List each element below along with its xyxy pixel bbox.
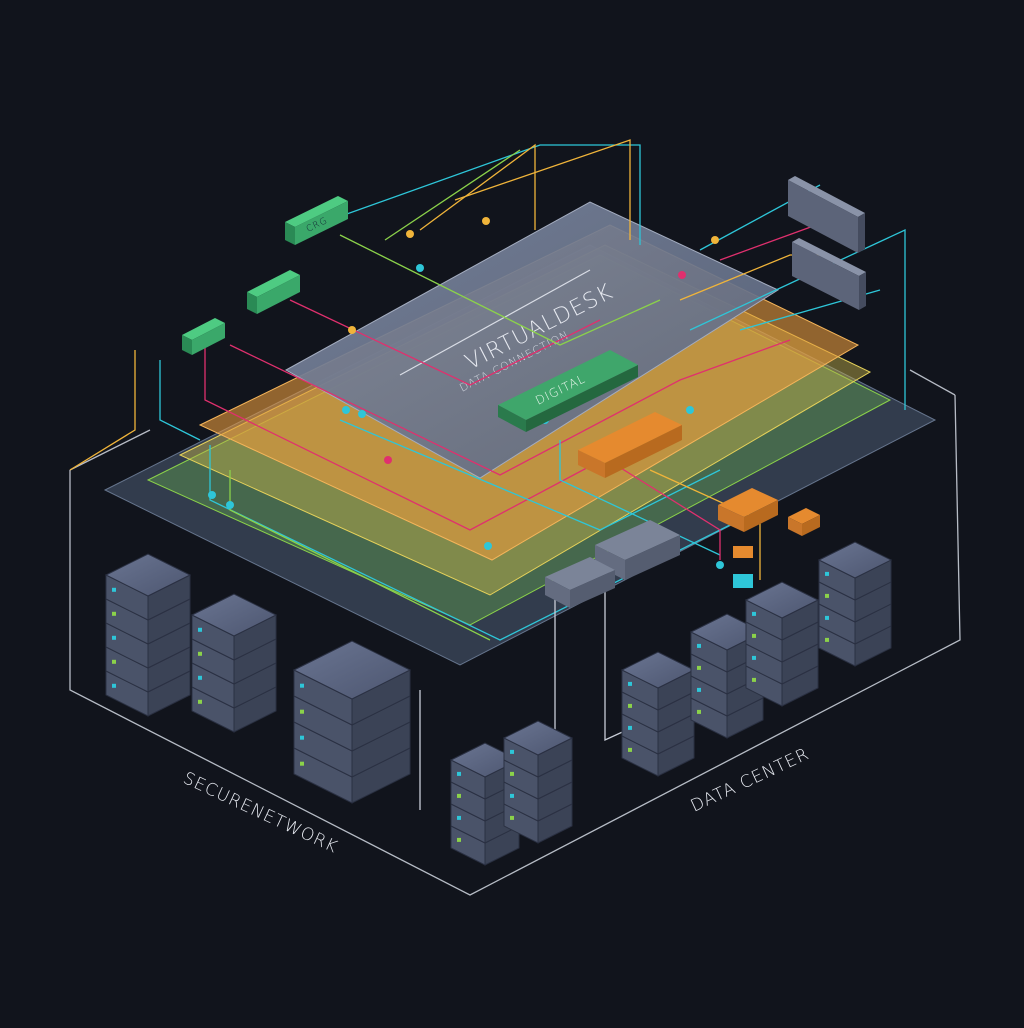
server-top xyxy=(744,581,820,619)
green-node-2 xyxy=(247,270,300,314)
server-rack-icon xyxy=(502,720,574,844)
status-led xyxy=(112,635,116,640)
status-led xyxy=(457,771,461,776)
server-rack-icon xyxy=(190,593,278,733)
status-led xyxy=(457,837,461,842)
status-led xyxy=(457,793,461,798)
status-led xyxy=(752,677,756,682)
top-panel xyxy=(284,201,780,479)
platform-outline xyxy=(69,369,961,896)
cyan-node-small xyxy=(733,574,753,588)
status-led xyxy=(825,571,829,576)
server-top xyxy=(502,720,574,756)
server-rack-icon xyxy=(620,651,696,777)
status-led xyxy=(198,699,202,704)
status-led xyxy=(510,749,514,754)
status-led xyxy=(510,771,514,776)
status-led xyxy=(628,747,632,752)
gray-block-2 xyxy=(545,557,615,608)
status-led xyxy=(198,651,202,656)
status-led xyxy=(198,627,202,632)
status-led xyxy=(628,725,632,730)
server-rack-icon xyxy=(104,553,192,717)
gray-block-1 xyxy=(595,520,680,580)
status-led xyxy=(510,815,514,820)
green-node-3 xyxy=(182,318,225,355)
orange-chip xyxy=(578,412,682,478)
status-led xyxy=(825,637,829,642)
server-top xyxy=(104,553,192,597)
status-led xyxy=(697,665,701,670)
right-zone-label: DATA CENTER xyxy=(688,744,813,816)
server-racks xyxy=(104,541,893,866)
orange-node-small-1 xyxy=(718,488,778,532)
status-led xyxy=(628,703,632,708)
gray-node-2 xyxy=(792,238,866,310)
status-led xyxy=(697,687,701,692)
server-top xyxy=(292,640,412,700)
status-led xyxy=(697,643,701,648)
status-led xyxy=(752,633,756,638)
status-led xyxy=(457,815,461,820)
status-led xyxy=(628,681,632,686)
status-led xyxy=(112,587,116,592)
gray-node-1 xyxy=(788,176,865,253)
status-led xyxy=(300,709,304,714)
status-led xyxy=(112,683,116,688)
server-rack-icon xyxy=(292,640,412,804)
green-chip: DIGITAL xyxy=(498,350,638,432)
orange-node-small-2 xyxy=(788,508,820,536)
status-led xyxy=(697,709,701,714)
server-rack-icon xyxy=(817,541,893,667)
status-led xyxy=(825,615,829,620)
status-led xyxy=(752,611,756,616)
status-led xyxy=(510,793,514,798)
orange-node-small-3 xyxy=(733,546,753,558)
server-top xyxy=(190,593,278,637)
status-led xyxy=(112,611,116,616)
status-led xyxy=(300,761,304,766)
status-led xyxy=(112,659,116,664)
server-rack-icon xyxy=(744,581,820,707)
status-led xyxy=(825,593,829,598)
status-led xyxy=(300,735,304,740)
server-top xyxy=(817,541,893,579)
status-led xyxy=(198,675,202,680)
green-node-1: CRG xyxy=(285,196,348,245)
status-led xyxy=(752,655,756,660)
status-led xyxy=(300,683,304,688)
